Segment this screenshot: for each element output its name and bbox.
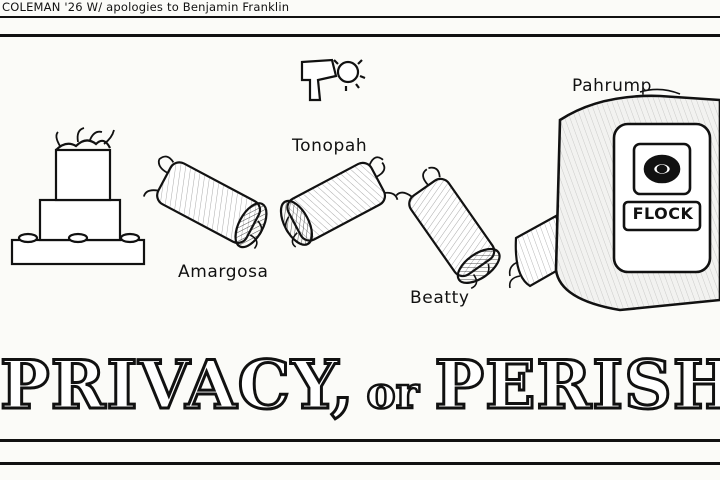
- bottom-rule: [0, 462, 720, 465]
- label-amargosa: Amargosa: [178, 262, 269, 282]
- cartoon-panel: [0, 34, 720, 442]
- label-tonopah: Tonopah: [292, 136, 368, 156]
- flock-label: FLOCK: [632, 204, 694, 223]
- artist-credit: COLEMAN '26 W/ apologies to Benjamin Fra…: [2, 0, 290, 14]
- snake-segment-tonopah: [279, 156, 399, 248]
- headline-or: or: [365, 367, 420, 421]
- snake-head-stump: [10, 127, 146, 266]
- label-beatty: Beatty: [410, 288, 470, 308]
- snake-segment-beatty: [395, 166, 501, 290]
- hammer-saw-icon: [300, 58, 366, 102]
- label-pahrump: Pahrump: [572, 76, 652, 96]
- top-rule: [0, 16, 720, 18]
- snake-segment-amargosa: [143, 155, 268, 250]
- headline: PRIVACY, or PERISH: [0, 340, 720, 430]
- headline-privacy: PRIVACY,: [0, 345, 355, 426]
- headline-perish: PERISH: [433, 345, 720, 426]
- surveillance-camera-icon: [554, 88, 720, 312]
